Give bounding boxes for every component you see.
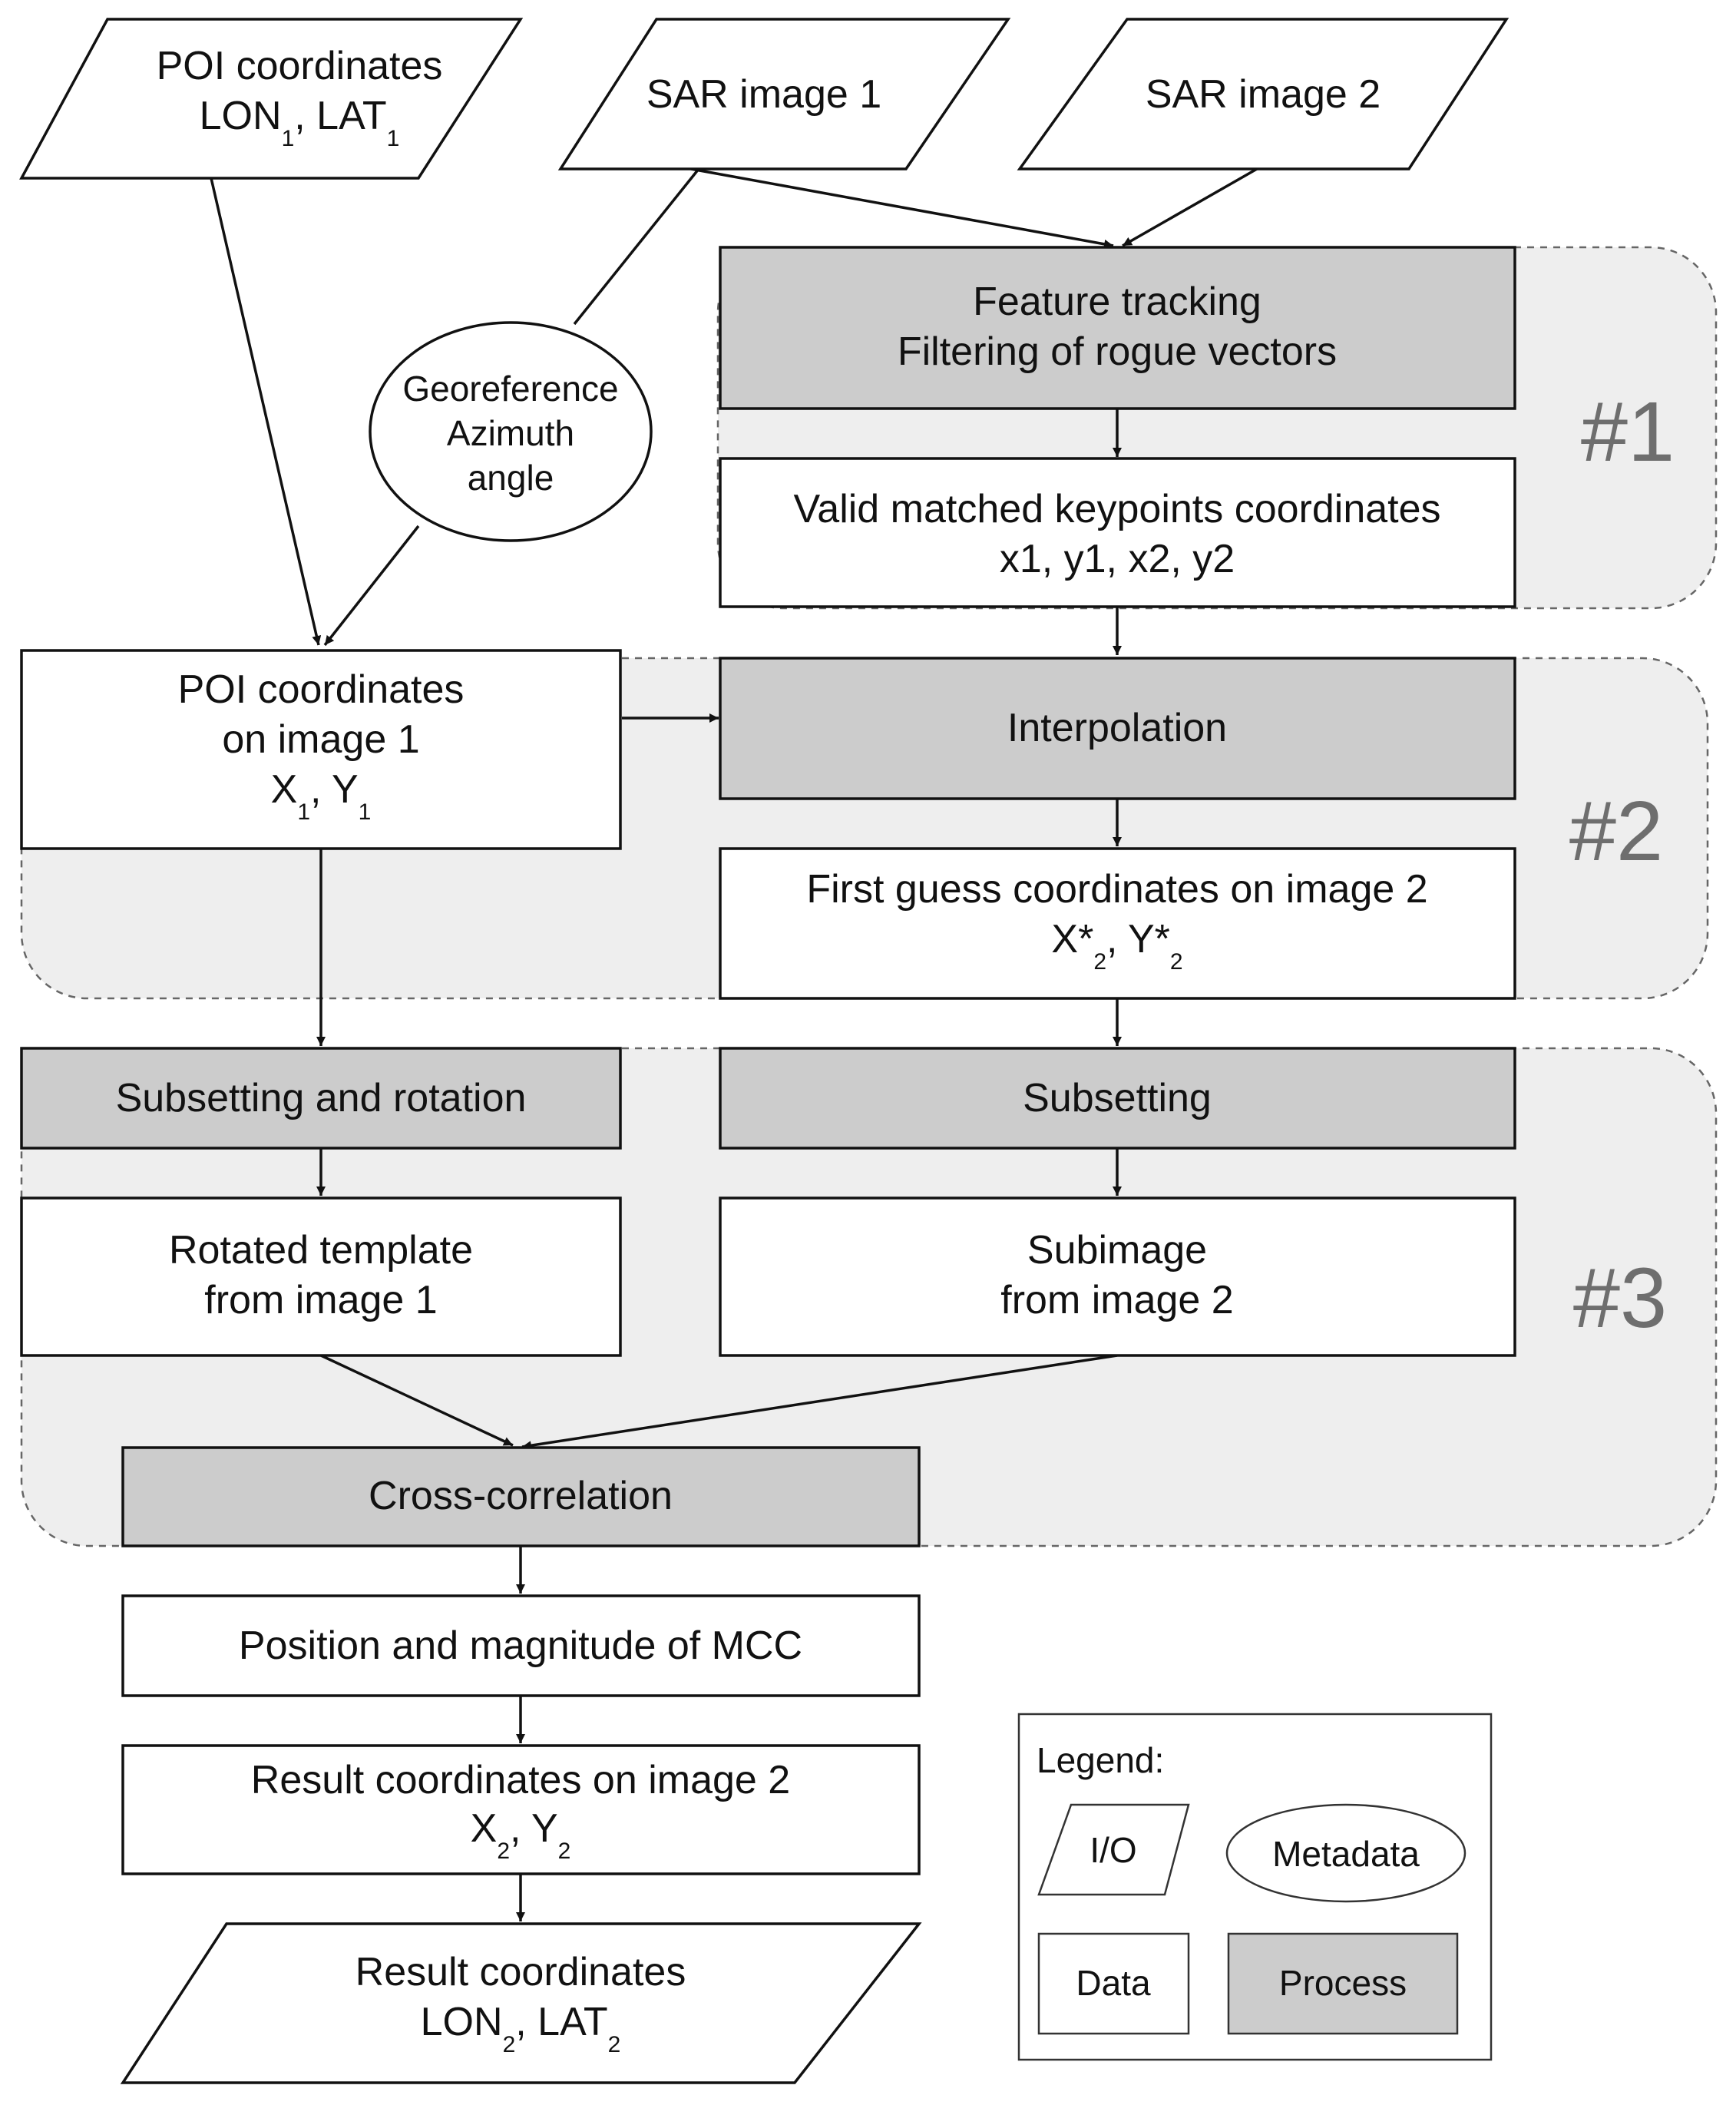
- legend-title: Legend:: [1037, 1740, 1164, 1780]
- keypoints-line1: Valid matched keypoints coordinates: [793, 487, 1440, 531]
- feature-tracking-process: Feature tracking Filtering of rogue vect…: [719, 246, 1516, 410]
- poi-coordinates-input: POI coordinates LON1, LAT1: [19, 18, 524, 180]
- legend-metadata-label: Metadata: [1272, 1834, 1420, 1874]
- result-out-line2: LON2, LAT2: [421, 2000, 621, 2057]
- legend-data-label: Data: [1076, 1963, 1151, 2003]
- interpolation-process: Interpolation: [719, 657, 1516, 800]
- rotated-template-data: Rotated template from image 1: [20, 1196, 622, 1357]
- sar-image-2-input: SAR image 2: [1017, 18, 1509, 170]
- sar-image-1-input: SAR image 1: [557, 18, 1011, 170]
- cross-correlation-process: Cross-correlation: [121, 1446, 921, 1547]
- subimage-line1: Subimage: [1027, 1228, 1207, 1273]
- poi-img1-line3: X1, Y1: [271, 767, 372, 825]
- georeference-metadata: Georeference Azimuth angle: [369, 321, 653, 542]
- result-img2-line2: X2, Y2: [471, 1806, 571, 1864]
- edges: [210, 167, 1258, 1921]
- group-1-label: #1: [1581, 385, 1675, 479]
- edge-rottemplate-to-crosscorr: [320, 1354, 514, 1447]
- group-3-label: #3: [1573, 1251, 1667, 1345]
- feature-line2: Filtering of rogue vectors: [898, 329, 1337, 374]
- mcc-data: Position and magnitude of MCC: [121, 1594, 921, 1697]
- legend: Legend: I/O Metadata Data Process: [1017, 1713, 1493, 2061]
- poi-input-line1: POI coordinates: [157, 44, 443, 88]
- edge-sar2-to-feature: [1122, 167, 1258, 247]
- legend-io-label: I/O: [1090, 1830, 1136, 1870]
- subsetting-rotation-process: Subsetting and rotation: [20, 1047, 622, 1150]
- subimage-data: Subimage from image 2: [719, 1196, 1516, 1357]
- firstguess-line1: First guess coordinates on image 2: [806, 867, 1427, 912]
- result-img2-line1: Result coordinates on image 2: [251, 1758, 790, 1802]
- edge-georef-to-poi-img1: [323, 525, 420, 647]
- legend-io-swatch: I/O: [1037, 1803, 1190, 1896]
- legend-process-label: Process: [1279, 1963, 1407, 2003]
- georef-line1: Georeference: [402, 369, 618, 409]
- edge-poi-to-poi-img1: [210, 177, 322, 646]
- rottemplate-line2: from image 1: [204, 1278, 437, 1322]
- edge-subimage-to-crosscorr: [521, 1354, 1118, 1451]
- edge-sar1-to-feature: [690, 167, 1114, 249]
- first-guess-data: First guess coordinates on image 2 X*2, …: [719, 847, 1516, 1000]
- result-on-image-2-data: Result coordinates on image 2 X2, Y2: [121, 1744, 921, 1875]
- subrot-label: Subsetting and rotation: [116, 1076, 527, 1120]
- group-2-label: #2: [1569, 784, 1663, 879]
- poi-img1-line1: POI coordinates: [178, 667, 465, 712]
- feature-line1: Feature tracking: [973, 280, 1261, 324]
- mcc-label: Position and magnitude of MCC: [239, 1623, 802, 1668]
- georef-line3: angle: [468, 458, 554, 498]
- georef-line2: Azimuth: [447, 413, 574, 453]
- sar-image-2-label: SAR image 2: [1146, 72, 1381, 117]
- subset-label: Subsetting: [1023, 1076, 1212, 1120]
- valid-keypoints-data: Valid matched keypoints coordinates x1, …: [719, 457, 1516, 608]
- subsetting-process: Subsetting: [719, 1047, 1516, 1150]
- poi-on-image-1-data: POI coordinates on image 1 X1, Y1: [20, 649, 622, 850]
- result-out-line1: Result coordinates: [355, 1950, 686, 1994]
- legend-data-swatch: Data: [1037, 1932, 1190, 2035]
- legend-process-swatch: Process: [1227, 1932, 1459, 2035]
- firstguess-line2: X*2, Y*2: [1051, 917, 1182, 975]
- rottemplate-line1: Rotated template: [169, 1228, 473, 1273]
- subimage-line2: from image 2: [1000, 1278, 1233, 1322]
- crosscorr-label: Cross-correlation: [369, 1474, 673, 1518]
- interp-label: Interpolation: [1007, 706, 1227, 750]
- legend-metadata-swatch: Metadata: [1225, 1803, 1467, 1903]
- poi-input-line2: LON1, LAT1: [200, 94, 400, 151]
- keypoints-line2: x1, y1, x2, y2: [1000, 537, 1235, 581]
- result-coordinates-output: Result coordinates LON2, LAT2: [120, 1922, 922, 2084]
- poi-img1-line2: on image 1: [222, 717, 419, 762]
- edge-sar1-to-georef: [573, 167, 700, 326]
- sar-image-1-label: SAR image 1: [646, 72, 881, 117]
